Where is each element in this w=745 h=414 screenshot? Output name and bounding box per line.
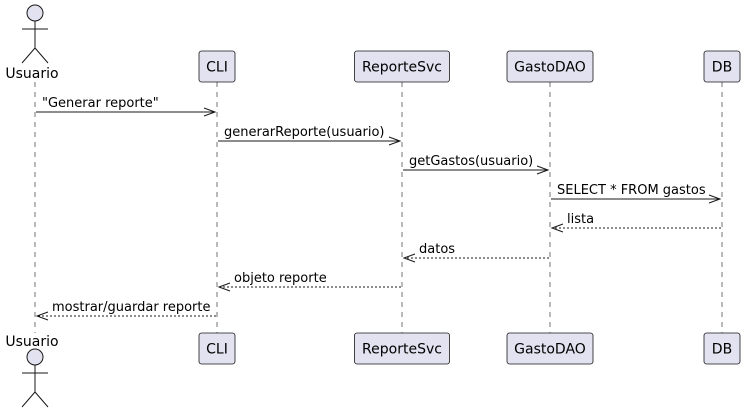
participant-reportesvc-top: ReporteSvc (354, 50, 450, 83)
participant-label: DB (712, 60, 732, 76)
lifelines (34, 82, 723, 333)
participant-label: GastoDAO (514, 60, 586, 76)
participant-label: CLI (206, 60, 228, 76)
arrowhead (388, 136, 402, 146)
participant-box (506, 50, 594, 83)
message-label: SELECT * FROM gastos (557, 183, 706, 198)
actor-bottom: Usuario (5, 334, 59, 408)
arrowhead (217, 282, 231, 292)
participant-box (354, 332, 450, 365)
participant-gastodao-bottom: GastoDAO (506, 332, 594, 365)
message-4: SELECT * FROM gastos (551, 183, 722, 204)
participants-top: Usuario CLI ReporteSvc GastoDAO DB (5, 4, 741, 83)
participant-cli-top: CLI (198, 50, 236, 83)
arrowhead (536, 165, 550, 175)
message-label: mostrar/guardar reporte (52, 300, 211, 315)
message-label: getGastos(usuario) (409, 154, 533, 169)
participant-db-bottom: DB (703, 332, 741, 365)
message-3: getGastos(usuario) (403, 154, 550, 175)
participant-label: GastoDAO (514, 342, 586, 358)
arrowhead (708, 194, 722, 204)
participant-box (198, 50, 236, 83)
message-label: generarReporte(usuario) (224, 125, 385, 140)
arrowhead (402, 253, 416, 263)
message-label: lista (567, 212, 594, 227)
message-label: objeto reporte (234, 271, 327, 286)
arrowhead (35, 311, 49, 321)
message-label: "Generar reporte" (42, 96, 159, 111)
participant-cli-bottom: CLI (198, 332, 236, 365)
participant-db-top: DB (703, 50, 741, 83)
message-6: datos (402, 242, 549, 263)
actor-leg-left (21, 391, 36, 408)
actor-head (26, 4, 44, 22)
participant-label: CLI (206, 342, 228, 358)
participant-box (703, 50, 741, 83)
actor-leg-left (21, 47, 36, 64)
actor-leg-right (34, 47, 49, 64)
arrowhead (203, 107, 217, 117)
actor-label: Usuario (5, 66, 58, 82)
participant-reportesvc-bottom: ReporteSvc (354, 332, 450, 365)
participant-box (703, 332, 741, 365)
participant-box (198, 332, 236, 365)
message-5: lista (550, 212, 721, 233)
participant-label: DB (712, 342, 732, 358)
participant-box (506, 332, 594, 365)
actor-leg-right (34, 391, 49, 408)
messages: "Generar reporte" generarReporte(usuario)… (35, 96, 722, 321)
actor-label: Usuario (5, 334, 58, 350)
actor-top: Usuario (5, 4, 59, 82)
message-7: objeto reporte (217, 271, 401, 292)
arrowhead (550, 223, 564, 233)
message-8: mostrar/guardar reporte (35, 300, 216, 321)
actor-head (26, 348, 44, 366)
message-label: datos (419, 242, 455, 257)
message-2: generarReporte(usuario) (218, 125, 402, 146)
participant-box (354, 50, 450, 83)
participant-label: ReporteSvc (362, 342, 442, 358)
participant-label: ReporteSvc (362, 60, 442, 76)
participant-gastodao-top: GastoDAO (506, 50, 594, 83)
message-1: "Generar reporte" (36, 96, 217, 117)
